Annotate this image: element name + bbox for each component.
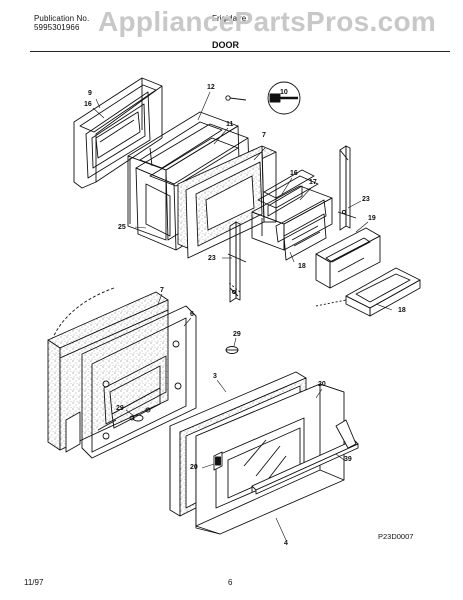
callout-7: 7 bbox=[262, 132, 266, 139]
callout-23b: 23 bbox=[208, 255, 216, 262]
callout-17: 17 bbox=[309, 179, 317, 186]
leader-lines bbox=[92, 91, 393, 541]
callout-29b: 29 bbox=[116, 405, 124, 412]
part-6-inner-panel bbox=[81, 305, 197, 459]
part-7-insulation-upper bbox=[177, 145, 277, 259]
part-11-screw bbox=[225, 95, 247, 101]
brand-name: Frigidaire bbox=[212, 14, 247, 23]
part-18-inner-glass bbox=[283, 213, 327, 261]
callout-39: 39 bbox=[344, 456, 352, 463]
callout-20: 20 bbox=[318, 381, 326, 388]
part-7-insulation-lower bbox=[47, 291, 169, 453]
callout-12: 12 bbox=[207, 84, 215, 91]
header-rule bbox=[30, 51, 450, 52]
callout-25: 25 bbox=[118, 224, 126, 231]
callout-20b: 20 bbox=[190, 464, 198, 471]
callout-19: 19 bbox=[368, 215, 376, 222]
publication-label: Publication No. bbox=[34, 14, 90, 23]
callout-10: 10 bbox=[280, 89, 288, 96]
part-20-handle-bracket-left bbox=[213, 451, 223, 471]
callout-3: 3 bbox=[213, 373, 217, 380]
part-16-glass bbox=[95, 111, 141, 159]
callout-7b: 7 bbox=[160, 287, 164, 294]
part-29-roller-upper bbox=[225, 346, 239, 354]
callout-23: 23 bbox=[362, 196, 370, 203]
part-39-handle bbox=[251, 419, 359, 495]
watermark: AppliancePartsPros.com bbox=[98, 6, 437, 37]
part-9-window-frame bbox=[73, 77, 163, 189]
part-10-screw-detail bbox=[267, 81, 301, 115]
section-title: DOOR bbox=[212, 40, 239, 50]
part-4-outer-door bbox=[195, 383, 345, 535]
part-23-hinge-right bbox=[337, 145, 357, 231]
callout-18b: 18 bbox=[398, 307, 406, 314]
footer-date: 11/97 bbox=[24, 578, 44, 587]
callout-18: 18 bbox=[298, 263, 306, 270]
footer-page-number: 6 bbox=[228, 578, 233, 587]
callout-6: 6 bbox=[190, 311, 194, 318]
callout-4: 4 bbox=[284, 540, 288, 547]
callout-9: 9 bbox=[88, 90, 92, 97]
callout-16: 16 bbox=[84, 101, 92, 108]
part-23-hinge-left bbox=[227, 221, 247, 303]
callout-29: 29 bbox=[233, 331, 241, 338]
part-19-glass-retainer bbox=[315, 227, 381, 289]
part-16-baffle bbox=[267, 185, 303, 217]
callout-11: 11 bbox=[226, 121, 234, 128]
part-12-door-liner bbox=[127, 111, 241, 241]
diagram-code: P23D0007 bbox=[378, 532, 414, 541]
publication-number: 5995301966 bbox=[34, 23, 80, 32]
part-18-panel bbox=[345, 267, 421, 317]
part-29-roller-lower bbox=[132, 414, 144, 422]
callout-16b: 16 bbox=[290, 170, 298, 177]
